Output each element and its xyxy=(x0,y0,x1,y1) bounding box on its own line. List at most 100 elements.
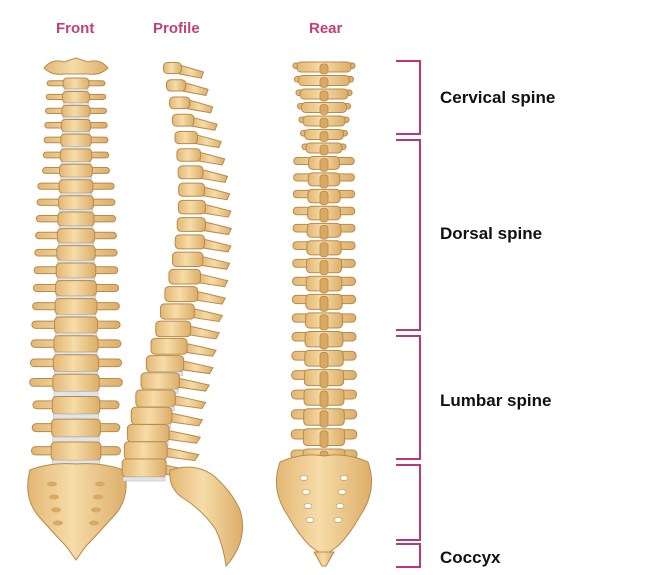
spine-front-illustration xyxy=(27,57,127,561)
rear-spinous-process xyxy=(319,104,329,115)
front-sacral-foramen xyxy=(49,494,59,500)
front-sacral-foramen xyxy=(93,494,103,500)
rear-spinous-process xyxy=(319,371,329,388)
rear-spinous-process xyxy=(319,90,329,102)
rear-sacral-foramen xyxy=(303,503,313,509)
profile-vertebra-body xyxy=(164,286,199,303)
profile-spinous-process xyxy=(200,168,229,183)
front-sacral-foramen xyxy=(91,507,101,513)
rear-spinous-process xyxy=(319,410,329,428)
front-vertebra-body xyxy=(52,354,100,373)
front-sacrum xyxy=(27,463,127,561)
region-brackets xyxy=(396,60,421,568)
region-label-cervical: Cervical spine xyxy=(440,88,556,107)
bracket-dorsal xyxy=(396,139,421,331)
profile-vertebra-body xyxy=(177,199,206,215)
bracket-sacral xyxy=(396,464,421,541)
rear-sacral-foramen xyxy=(333,517,343,523)
bracket-cervical xyxy=(396,60,421,135)
rear-sacral-foramen xyxy=(339,475,349,481)
profile-vertebra-body xyxy=(135,389,176,408)
front-sacral-foramen xyxy=(51,507,61,513)
profile-spinous-process xyxy=(172,394,207,409)
rear-sacrum xyxy=(275,454,373,557)
profile-vertebra-body xyxy=(174,234,206,250)
profile-spinous-process xyxy=(202,186,231,201)
rear-coccyx xyxy=(313,551,335,567)
rear-sacral-foramen xyxy=(299,475,309,481)
front-vertebra-body xyxy=(55,280,97,297)
profile-spinous-process xyxy=(164,446,200,462)
profile-spinous-process xyxy=(187,99,214,114)
profile-vertebra-body xyxy=(171,113,195,127)
profile-vertebra-body xyxy=(130,406,173,425)
rear-spinous-process xyxy=(319,63,329,75)
view-label-profile: Profile xyxy=(153,20,200,37)
rear-spinous-process xyxy=(319,77,329,88)
profile-spinous-process xyxy=(176,377,210,392)
front-sacral-foramen xyxy=(95,481,105,487)
profile-vertebra-body xyxy=(174,130,198,145)
profile-spinous-process xyxy=(191,116,218,131)
front-vertebra-body xyxy=(62,77,90,90)
front-disc xyxy=(52,413,100,420)
rear-spinous-process xyxy=(319,352,329,369)
region-label-lumbar: Lumbar spine xyxy=(440,391,552,410)
profile-vertebra-body xyxy=(145,355,185,373)
rear-sacral-foramen xyxy=(337,489,347,495)
profile-spinous-process xyxy=(191,307,224,323)
rear-spinous-process xyxy=(319,242,329,258)
rear-spinous-process xyxy=(319,131,329,142)
bracket-coccyx xyxy=(396,543,421,568)
rear-sacral-foramen xyxy=(305,517,315,523)
rear-spinous-process xyxy=(319,117,329,129)
profile-vertebra-body xyxy=(159,303,195,320)
spine-profile-illustration xyxy=(121,62,244,568)
profile-vertebra-body xyxy=(166,79,187,92)
front-vertebra-body xyxy=(59,163,93,178)
front-vertebra-body xyxy=(59,148,93,163)
front-vertebra-body xyxy=(54,316,98,334)
rear-sacral-foramen xyxy=(301,489,311,495)
profile-spinous-process xyxy=(194,133,222,149)
profile-vertebra-body xyxy=(168,268,202,285)
profile-spinous-process xyxy=(202,220,233,236)
region-label-coccyx: Coccyx xyxy=(440,548,501,567)
front-vertebra-body xyxy=(51,395,101,415)
view-label-rear: Rear xyxy=(309,20,343,37)
profile-spinous-process xyxy=(200,255,231,270)
front-vertebra-body xyxy=(57,195,95,211)
front-vertebra-body xyxy=(61,104,91,118)
profile-spinous-process xyxy=(183,81,209,96)
profile-vertebra-body xyxy=(126,424,170,443)
front-vertebra-body xyxy=(58,179,94,194)
rear-spinous-process xyxy=(319,224,329,240)
rear-spinous-process xyxy=(319,191,329,206)
rear-spinous-process xyxy=(319,430,329,448)
profile-vertebra-body xyxy=(169,96,191,110)
front-vertebra-body xyxy=(61,91,91,104)
profile-spinous-process xyxy=(166,429,202,444)
front-disc xyxy=(53,391,99,397)
profile-vertebra-body xyxy=(140,372,180,390)
rear-spinous-process xyxy=(319,174,329,189)
front-vertebra-body xyxy=(60,133,92,147)
rear-spinous-process xyxy=(319,333,329,350)
front-vertebra-body xyxy=(57,211,95,227)
view-label-front: Front xyxy=(56,20,95,37)
profile-vertebra-body xyxy=(162,62,182,74)
rear-spinous-process xyxy=(319,259,329,276)
front-vertebra-body xyxy=(53,335,99,353)
profile-disc xyxy=(122,476,166,482)
rear-spinous-process xyxy=(319,296,329,312)
region-label-dorsal: Dorsal spine xyxy=(440,224,543,243)
profile-spinous-process xyxy=(184,342,217,357)
rear-spinous-process xyxy=(319,277,329,294)
front-vertebra-body xyxy=(51,418,101,438)
rear-sacral-foramen xyxy=(335,503,345,509)
profile-spinous-process xyxy=(202,238,232,253)
profile-vertebra-body xyxy=(123,441,168,460)
front-vertebra-body xyxy=(52,373,100,392)
